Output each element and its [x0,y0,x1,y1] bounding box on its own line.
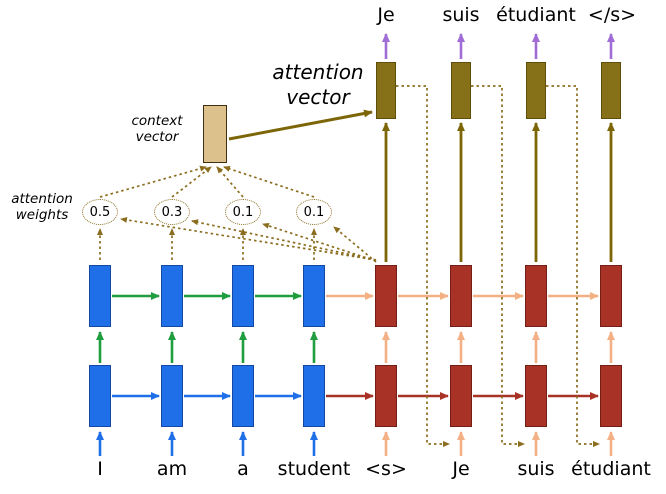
decoder-cell-top-3 [525,265,547,327]
attention-vector-label: attention vector [243,60,393,110]
encoder-interlayer-arrows [96,331,318,363]
attention-vector-cell-4 [601,62,621,119]
output-word: </s> [587,4,637,26]
output-word: étudiant [496,4,576,26]
attention-weight-value: 0.3 [161,204,183,220]
attention-feedback-dotted-lines [396,85,600,447]
encoder-cell-top-2 [161,265,183,327]
attention-to-output-arrows [382,33,615,59]
encoder-cell-bottom-1 [89,365,111,427]
weights-to-context-dotted-arrows [99,165,315,198]
encoder-cell-top-3 [232,265,254,327]
attention-weight-2: 0.3 [154,199,190,225]
attention-vector-cell-3 [526,62,546,119]
input-word: <s> [365,458,407,480]
encoder-cell-top-1 [89,265,111,327]
attention-vector-label-line1: attention [272,60,364,84]
attention-weight-value: 0.1 [232,204,254,220]
input-word: a [237,458,249,480]
input-word: Je [452,458,470,480]
input-word: student [277,458,351,480]
attention-weights-label-line1: attention [11,191,73,207]
decoder-cell-top-1 [375,265,397,327]
attention-weight-value: 0.5 [89,204,111,220]
encoder-cell-bottom-3 [232,365,254,427]
decoder-cell-top-2 [450,265,472,327]
attention-weights-label: attention weights [0,191,84,223]
encoder-cell-top-4 [303,265,325,327]
context-vector-label: context vector [113,113,201,145]
decoder-cell-bottom-2 [450,365,472,427]
attention-weight-3: 0.1 [225,199,261,225]
attention-weights-label-line2: weights [15,207,69,223]
decoder-interlayer-arrows [382,331,615,363]
decoder-cell-bottom-3 [525,365,547,427]
encoder-input-arrows [96,431,318,456]
input-word: suis [517,458,555,480]
attention-vector-cell-1 [376,62,396,119]
context-vector-label-line2: vector [135,129,179,145]
decoder-to-attention-arrows [382,122,615,262]
input-word: am [156,458,188,480]
encoder-cell-bottom-4 [303,365,325,427]
input-word: étudiant [571,458,651,480]
attention-weight-1: 0.5 [82,199,118,225]
output-word: Je [377,4,395,26]
output-word: suis [442,4,480,26]
decoder-cell-bottom-1 [375,365,397,427]
context-vector-cell [203,105,227,163]
attention-vector-cell-2 [451,62,471,119]
decoder-cell-top-4 [600,265,622,327]
context-to-attention-line [228,109,373,141]
attention-weight-value: 0.1 [303,204,325,220]
input-word: I [97,458,103,480]
encoder-cell-bottom-2 [161,365,183,427]
attention-weight-4: 0.1 [296,199,332,225]
attention-vector-label-line2: vector [286,85,350,109]
context-vector-label-line1: context [131,113,183,129]
decoder-to-weights-dotted-arrows [120,216,377,263]
decoder-cell-bottom-4 [600,365,622,427]
decoder-input-arrows [382,431,615,456]
